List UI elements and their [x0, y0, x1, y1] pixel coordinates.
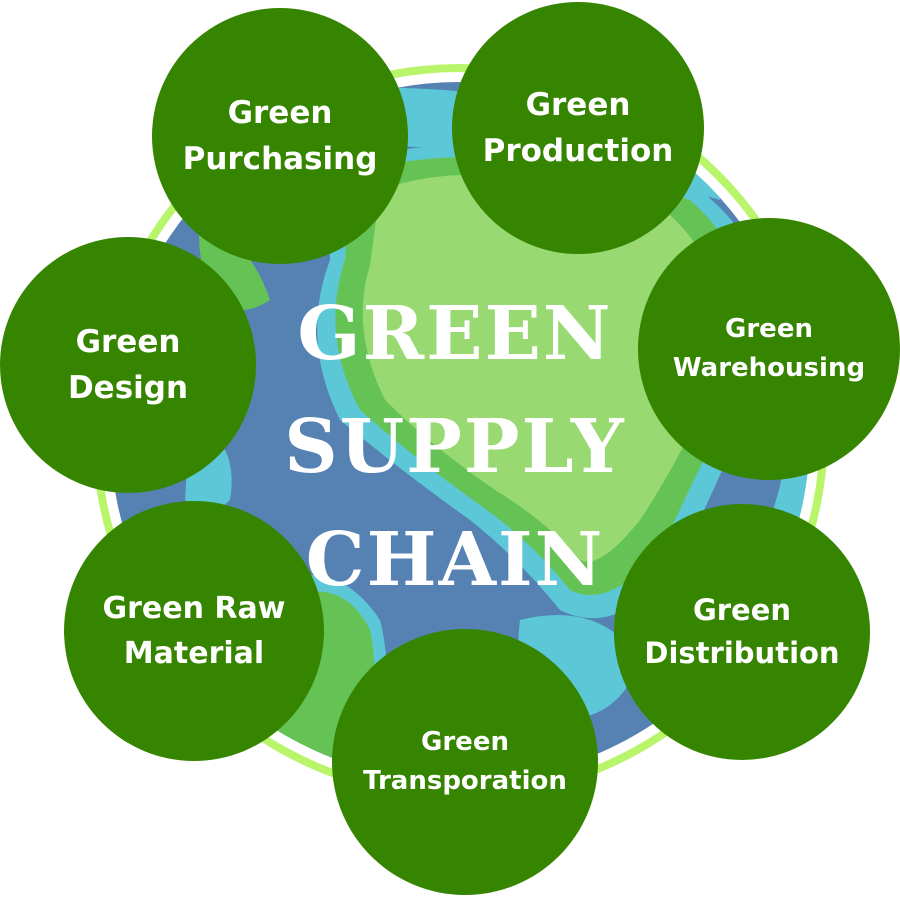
- node-label-line-2: Warehousing: [672, 353, 866, 383]
- node-label-line-2: Purchasing: [182, 141, 378, 177]
- node-label-line-2: Transporation: [363, 766, 567, 796]
- node-green-production[interactable]: Green Production: [452, 2, 704, 254]
- title-line-1: GREEN: [297, 291, 613, 377]
- node-label-line-2: Material: [123, 636, 265, 671]
- node-label-line-1: Green: [227, 94, 333, 131]
- node-label-line-2: Production: [482, 133, 674, 169]
- node-label-line-1: Green: [75, 323, 181, 360]
- node-label-line-1: Green: [725, 314, 813, 344]
- node-green-purchasing[interactable]: Green Purchasing: [152, 8, 408, 264]
- node-green-raw-material[interactable]: Green Raw Material: [64, 501, 324, 761]
- main-title: GREEN SUPPLY CHAIN: [250, 278, 660, 617]
- title-line-3: CHAIN: [305, 517, 605, 603]
- node-label-line-1: Green Raw: [102, 591, 286, 626]
- node-green-transporation[interactable]: Green Transporation: [332, 629, 598, 895]
- node-green-distribution[interactable]: Green Distribution: [614, 504, 870, 760]
- node-green-warehousing[interactable]: Green Warehousing: [638, 218, 900, 480]
- node-label-line-1: Green: [525, 86, 631, 123]
- node-label-line-1: Green: [421, 727, 509, 757]
- node-label-line-2: Distribution: [644, 636, 840, 670]
- node-label-line-1: Green: [692, 592, 792, 627]
- node-green-design[interactable]: Green Design: [0, 237, 256, 493]
- node-label-line-2: Design: [67, 370, 189, 406]
- title-line-2: SUPPLY: [284, 404, 626, 490]
